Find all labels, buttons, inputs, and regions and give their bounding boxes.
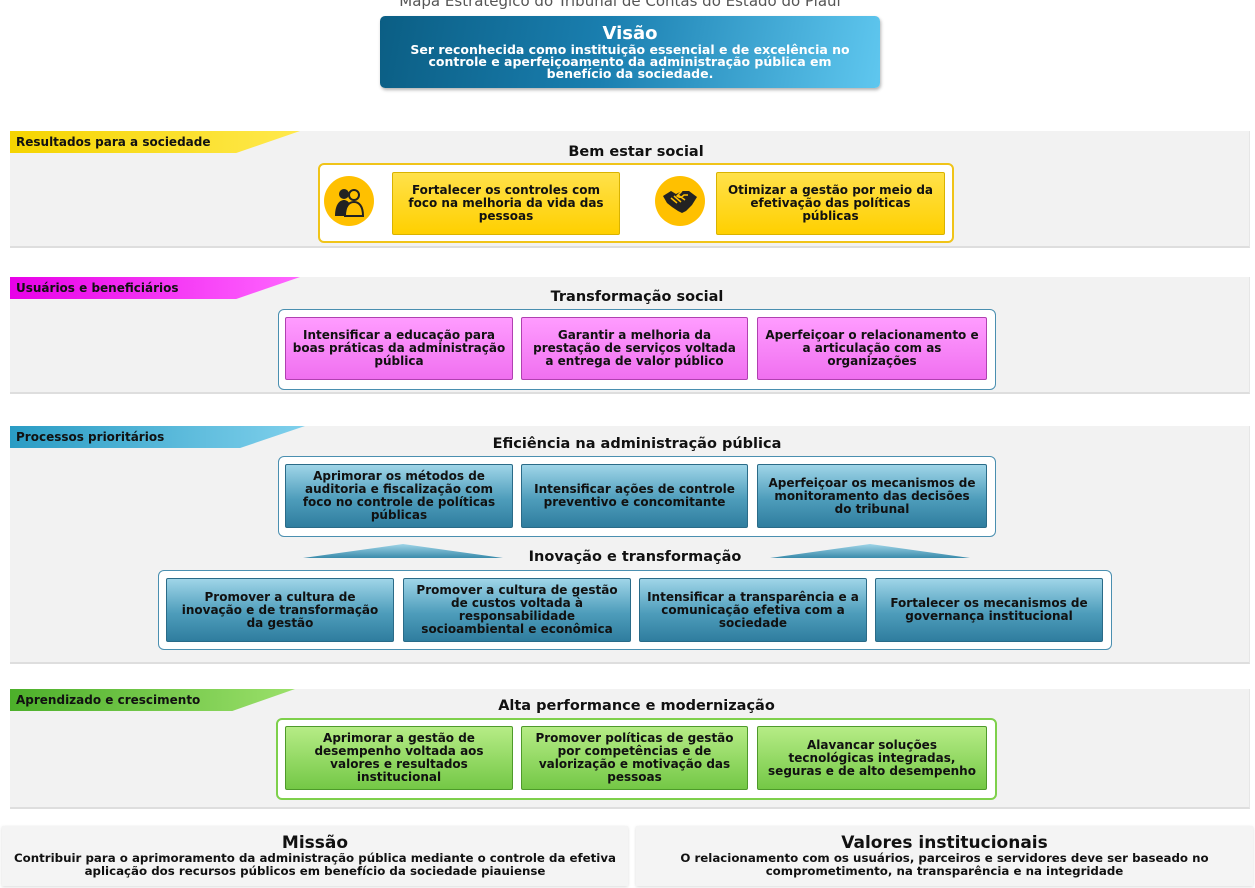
- objective-aperfeicoar-relacionamento: Aperfeiçoar o relacionamento e a articul…: [757, 317, 987, 380]
- group-title-inovacao: Inovação e transformação: [528, 549, 742, 565]
- objective-fortalecer-governanca: Fortalecer os mecanismos de governança i…: [875, 578, 1103, 642]
- tag-processos: Processos prioritários: [10, 426, 305, 448]
- tag-resultados: Resultados para a sociedade: [10, 131, 300, 153]
- group-title-eficiencia: Eficiência na administração pública: [492, 436, 782, 452]
- objective-aperfeicoar-mecanismos: Aperfeiçoar os mecanismos de monitoramen…: [757, 464, 987, 528]
- tag-usuarios: Usuários e beneficiários: [10, 277, 300, 299]
- mission-title: Missão: [281, 833, 349, 853]
- objective-fortalecer-controles: Fortalecer os controles com foco na melh…: [392, 172, 620, 235]
- group-title-alta-performance: Alta performance e modernização: [498, 698, 775, 714]
- values-title: Valores institucionais: [841, 833, 1048, 853]
- vision-text: Ser reconhecida como instituição essenci…: [410, 42, 850, 81]
- group-title-transformacao-social: Transformação social: [550, 289, 724, 305]
- mission-text: Contribuir para o aprimoramento da admin…: [14, 851, 616, 878]
- objective-promover-custos: Promover a cultura de gestão de custos v…: [403, 578, 631, 642]
- objective-garantir-melhoria: Garantir a melhoria da prestação de serv…: [521, 317, 748, 380]
- people-icon: [324, 176, 374, 226]
- values-box: Valores institucionais O relacionamento …: [636, 826, 1253, 886]
- vision-box: Visão Ser reconhecida como instituição e…: [380, 16, 880, 88]
- mission-box: Missão Contribuir para o aprimoramento d…: [2, 826, 628, 886]
- objective-aprimorar-metodos: Aprimorar os métodos de auditoria e fisc…: [285, 464, 513, 528]
- objective-intensificar-acoes: Intensificar ações de controle preventiv…: [521, 464, 748, 528]
- objective-aprimorar-desempenho: Aprimorar a gestão de desempenho voltada…: [285, 726, 513, 790]
- tag-aprendizado: Aprendizado e crescimento: [10, 689, 295, 711]
- objective-promover-competencias: Promover políticas de gestão por competê…: [521, 726, 748, 790]
- objective-promover-inovacao: Promover a cultura de inovação e de tran…: [166, 578, 394, 642]
- objective-intensificar-transparencia: Intensificar a transparência e a comunic…: [639, 578, 867, 642]
- group-title-bem-estar: Bem estar social: [568, 144, 704, 160]
- objective-otimizar-gestao: Otimizar a gestão por meio da efetivação…: [716, 172, 945, 235]
- handshake-icon: [655, 176, 705, 226]
- objective-intensificar-educacao: Intensificar a educação para boas prátic…: [285, 317, 513, 380]
- vision-title: Visão: [602, 23, 658, 44]
- page-header-cut: Mapa Estratégico do Tribunal de Contas d…: [399, 0, 841, 10]
- objective-alavancar-solucoes: Alavancar soluções tecnológicas integrad…: [757, 726, 987, 790]
- values-text: O relacionamento com os usuários, parcei…: [680, 851, 1209, 878]
